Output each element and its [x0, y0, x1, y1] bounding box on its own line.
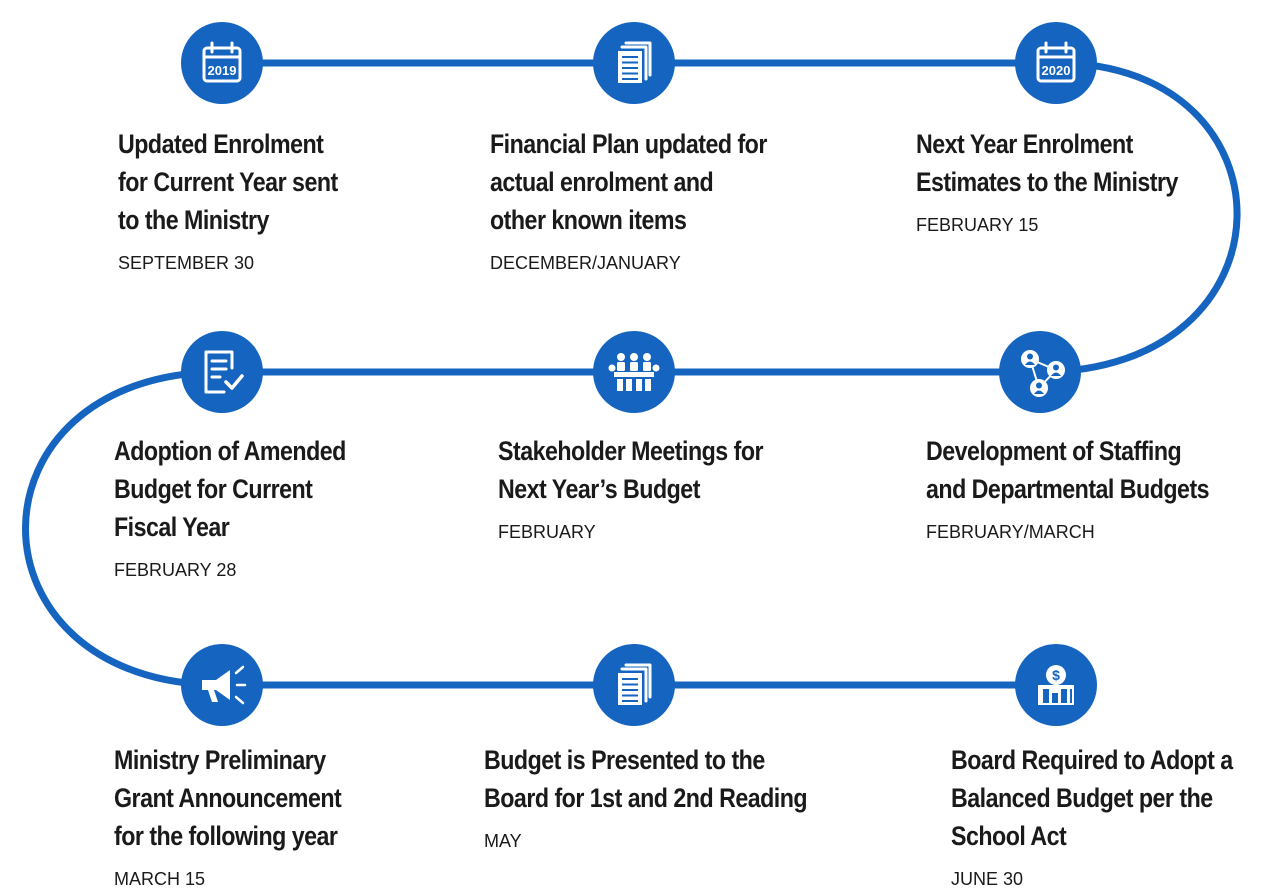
calendar-icon: 2019: [202, 41, 242, 83]
calendar-icon: 2020: [1036, 41, 1076, 83]
timeline-node-9: $: [1015, 644, 1097, 726]
network-icon: [1021, 350, 1065, 397]
timeline-node-3: 2020: [1015, 22, 1097, 104]
budget-icon: $: [1038, 665, 1074, 705]
timeline-node-6: [999, 331, 1081, 413]
node-circle: [181, 331, 263, 413]
step-date: FEBRUARY: [498, 522, 596, 542]
dollar-sign-label: $: [1052, 667, 1060, 683]
node-circle: [181, 22, 263, 104]
step-date: FEBRUARY 28: [114, 560, 237, 580]
step-date: DECEMBER/JANUARY: [490, 253, 681, 273]
document-icon: [618, 41, 652, 83]
step-date: SEPTEMBER 30: [118, 253, 255, 273]
document-icon: [618, 663, 652, 705]
step-date: FEBRUARY/MARCH: [926, 522, 1095, 542]
step-date: FEBRUARY 15: [916, 215, 1039, 235]
icon-year-label: 2019: [208, 63, 237, 78]
timeline-node-8: [593, 644, 675, 726]
timeline-node-4: [181, 331, 263, 413]
timeline-node-2: [593, 22, 675, 104]
node-circle: [1015, 22, 1097, 104]
timeline-node-7: [181, 644, 263, 726]
step-date: MAY: [484, 831, 522, 851]
megaphone-icon: [202, 665, 247, 705]
step-date: MARCH 15: [114, 869, 206, 889]
step-date: JUNE 30: [951, 869, 1024, 889]
timeline-node-1: 2019: [181, 22, 263, 104]
icon-year-label: 2020: [1042, 63, 1071, 78]
node-circle: [999, 331, 1081, 413]
checklist-icon: [204, 350, 244, 394]
timeline-node-5: [593, 331, 675, 413]
meeting-icon: [608, 353, 660, 391]
